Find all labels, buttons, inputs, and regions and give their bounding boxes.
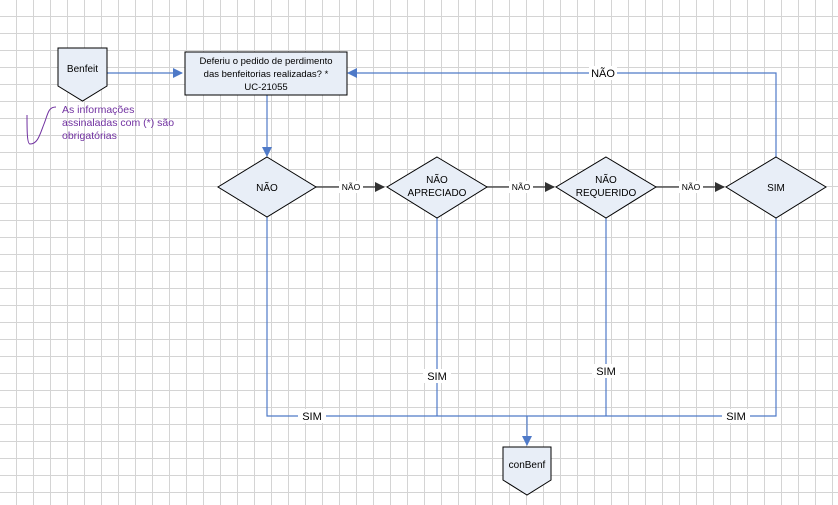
process-box-line1: Deferiu o pedido de perdimento [199,56,332,67]
start-node-label: Benfeit [67,64,98,75]
decision-nao-requerido-line1: NÃO [595,173,617,186]
decision-nao-shape [217,156,317,218]
edge-label-bg-sim-bottom-left [298,409,326,423]
decision-sim-label: SIM [767,183,785,194]
edge-label-sim-bottom-left: SIM [302,411,322,423]
end-node-shape [502,446,552,496]
decision-nao-requerido-shape [555,156,657,219]
edge-label-bg-nao-1 [339,181,363,193]
edge-label-sim-apreciado: SIM [427,371,447,383]
process-deferiu-pedido[interactable]: Deferiu o pedido de perdimento das benfe… [184,51,348,96]
decision-nao-apreciado-line2: APRECIADO [408,188,467,199]
annotation-line3: obrigatórias [62,130,117,142]
process-box-line3: UC-21055 [244,82,287,93]
edge-label-sim-bottom-right: SIM [726,411,746,423]
edge-label-bg-sim-apreciado [423,369,451,383]
decision-nao-apreciado-line1: NÃO [426,173,448,186]
edge-label-bg-nao-loop [589,66,617,80]
decision-nao-apreciado[interactable]: NÃO APRECIADO [386,156,488,219]
decision-sim-shape [725,156,827,219]
process-box-shape [184,51,348,96]
edge-labels: NÃO NÃO NÃO NÃO SIM SIM SIM SIM [298,66,750,423]
annotation-bracket-icon [26,106,57,145]
decision-sim[interactable]: SIM [725,156,827,219]
decision-nao-requerido[interactable]: NÃO REQUERIDO [555,156,657,219]
annotation-line2: assinaladas com (*) são [62,117,174,129]
decision-nao-requerido-line2: REQUERIDO [576,188,637,199]
edge-label-nao-2: NÃO [512,182,531,192]
annotation-line1: As informações [62,104,134,116]
edge-label-nao-1: NÃO [342,182,361,192]
edge-label-bg-sim-requerido [592,364,620,378]
edge-label-nao-3: NÃO [682,182,701,192]
connectors [107,68,777,446]
annotation-mandatory-fields: As informações assinaladas com (*) são o… [26,104,174,145]
process-box-line2: das benfeitorias realizadas? * [204,69,329,80]
end-node-conbenf[interactable]: conBenf [502,446,552,496]
start-node-shape [57,47,108,102]
edge-label-sim-requerido: SIM [596,366,616,378]
start-node-benfeit[interactable]: Benfeit [57,47,108,102]
connector-loop-back-nao [347,68,777,157]
decision-nao-apreciado-shape [386,156,488,219]
end-node-label: conBenf [509,460,546,471]
edge-label-nao-loop: NÃO [591,67,615,80]
decision-nao-label: NÃO [256,181,278,194]
edge-label-bg-nao-3 [679,181,703,193]
edge-label-bg-nao-2 [509,181,533,193]
edge-label-bg-sim-bottom-right [722,409,750,423]
decision-nao[interactable]: NÃO [217,156,317,218]
connector-bottom-bus [266,217,777,417]
